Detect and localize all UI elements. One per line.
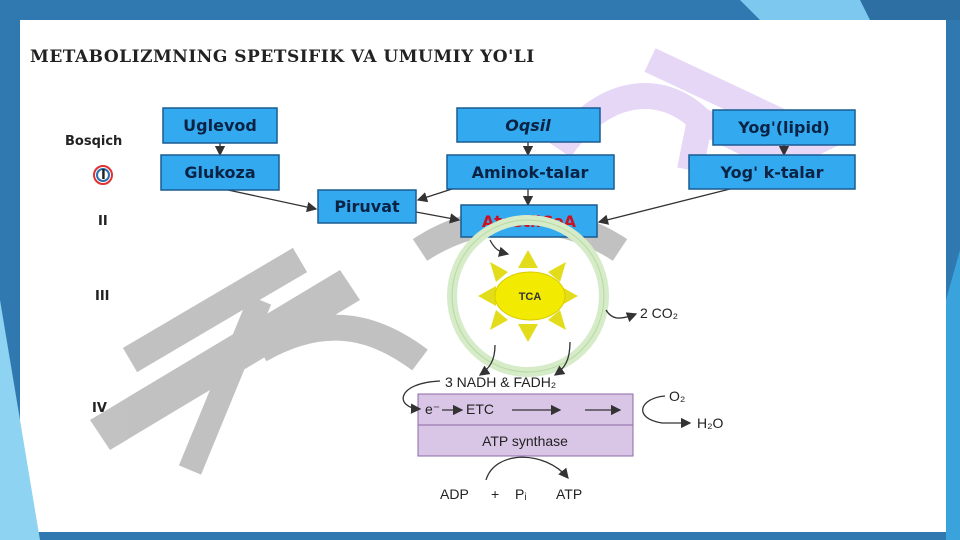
tca-label: TCA [519,291,542,303]
svg-text:Uglevod: Uglevod [183,116,257,135]
svg-text:Aminok-talar: Aminok-talar [472,163,589,182]
stage-4: IV [92,401,107,416]
box-uglevod: Uglevod [162,107,278,144]
etc-complex: e⁻ ETC ATP synthase O₂ H₂O [402,380,724,457]
o2-label: O₂ [669,388,685,404]
decor-top-dark [860,0,960,20]
co2-label: 2 CO₂ [640,305,678,321]
arrow [597,188,731,225]
atp-synthase-label: ATP synthase [482,433,568,449]
svg-text:Piruvat: Piruvat [334,197,400,216]
decor-right [946,250,960,540]
slide-title: METABOLIZMNING SPETSIFIK VA UMUMIY YO'LI [30,47,535,67]
box-glukoza: Glukoza [160,154,280,191]
stage-2: II [98,214,108,229]
svg-text:Yog' k-talar: Yog' k-talar [720,163,824,182]
arrow [415,211,461,224]
etc-label: ETC [466,401,494,417]
adp-label: ADP [440,486,469,502]
tca-cycle: TCA 2 CO₂ 3 NADH & FADH₂ [445,215,678,390]
pi-label: Pᵢ [515,486,527,502]
box-yog-lipid: Yog'(lipid) [712,109,856,146]
svg-text:Yog'(lipid): Yog'(lipid) [737,118,829,137]
atp-synthesis: ADP + Pᵢ ATP [440,456,582,502]
box-yog-kislotalar: Yog' k-talar [688,154,856,190]
stage-header: Bosqich [65,134,122,149]
nadh-fadh2-label: 3 NADH & FADH₂ [445,374,556,390]
h2o-label: H₂O [697,415,724,431]
box-aminokislotalar: Aminok-talar [446,154,615,190]
stage-3: III [95,289,110,304]
plus-label: + [491,486,499,502]
svg-text:Oqsil: Oqsil [505,116,551,135]
stage-1-icon-inner [96,168,110,182]
arrow [416,188,453,203]
arrow [227,189,318,213]
stage-1: I [101,168,106,183]
box-oqsil: Oqsil [456,107,601,143]
box-piruvat: Piruvat [317,189,417,224]
decor-left-bottom [0,300,40,540]
atp-label: ATP [556,486,582,502]
svg-text:Glukoza: Glukoza [184,163,255,182]
electron-label: e⁻ [425,401,440,417]
